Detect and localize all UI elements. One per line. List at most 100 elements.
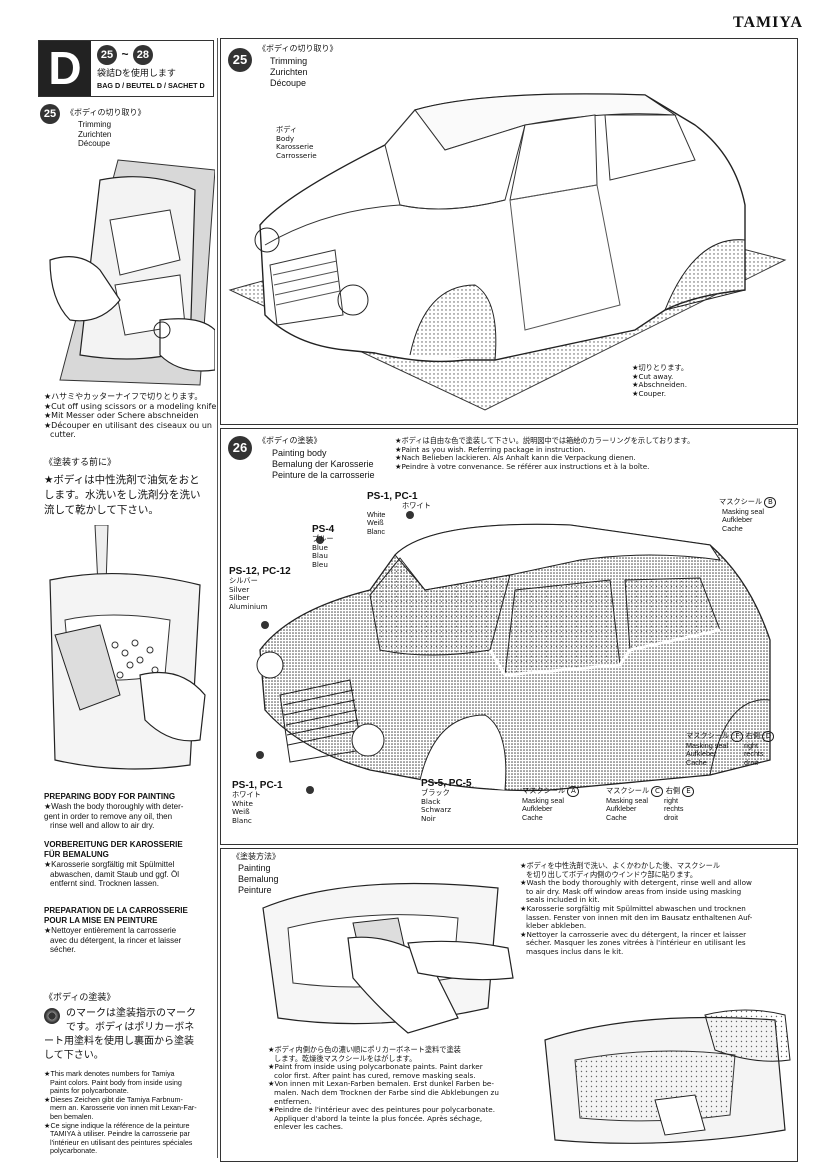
mask-line: Cache <box>686 757 707 767</box>
paintnote-jp: のマークは塗装指示のマーク <box>66 1007 196 1021</box>
painting-note-line: ★ボディを中性洗剤で洗い、よくかわかした後、マスクシール <box>520 861 721 870</box>
mask-line: Masking seal <box>522 795 564 805</box>
prep-fr-line: avec du détergent, la rincer et laisser <box>50 935 182 945</box>
step26-notes: ★ボディは自由な色で塗装して下さい。説明図中では箱絵のカラーリングを示しておりま… <box>395 436 694 471</box>
prep-text-jp: ★ボディは中性洗剤で油気をおと します。水洗いをし洗剤分を洗い 流して乾かして下… <box>44 473 200 518</box>
painting-bottom-notes: ★ボディ内側から色の濃い順にポリカーボネート塗料で塗装 します。乾燥後マスクシー… <box>268 1045 499 1132</box>
color-code: PS-1, PC-1 <box>232 780 283 791</box>
color-name: ホワイト <box>402 501 431 510</box>
mask-jp: マスクシール <box>719 497 763 506</box>
color-name: White <box>232 798 253 808</box>
paintnote-line: TAMIYA à utiliser. Peindre la carrosseri… <box>50 1129 190 1139</box>
prep-fr-title-line: POUR LA MISE EN PEINTURE <box>44 915 158 925</box>
color-code: PS-4 <box>312 524 335 535</box>
step26-title-jp: 《ボディの塗装》 <box>258 436 322 445</box>
painting-note-line: sécher. Masquer les zones vitrées à l'in… <box>526 938 746 948</box>
step-from: 25 <box>97 45 117 65</box>
mask-letter: C <box>651 786 664 797</box>
color-name: シルバー <box>229 576 258 585</box>
painting-note-line: masques inclus dans le kit. <box>526 946 624 956</box>
step25-small-heading: 25 <box>40 104 60 124</box>
cut-note-line: ★Cut away. <box>632 371 674 381</box>
bag-label: BAG D / BEUTEL D / SACHET D <box>97 81 205 90</box>
color-name: ホワイト <box>232 790 261 799</box>
mask-line: Aufkleber <box>522 804 553 814</box>
paintnote-line: ★This mark denotes numbers for Tamiya <box>44 1069 175 1078</box>
prep-fr-line: ★Nettoyer entièrement la carrosserie <box>44 926 177 935</box>
painting-titles: Painting Bemalung Peinture <box>238 863 279 896</box>
title-line: Bemalung der Karosserie <box>272 459 374 469</box>
prep-en-line: rinse well and allow to air dry. <box>50 821 155 830</box>
mask-f-label: マスクシール F 右側 D Masking seal Aufkleber Cac… <box>686 731 775 767</box>
trimming-illustration <box>49 159 215 386</box>
mask-side: droit <box>663 812 678 822</box>
mask-side: right <box>663 795 678 805</box>
prep-de-line: entfernt sind. Trocknen lassen. <box>50 879 159 888</box>
mask-letter2: E <box>682 786 695 797</box>
mask-b-label: マスクシール B Masking seal Aufkleber Cache <box>719 497 777 533</box>
mask-c-label: マスクシール C 右側 E Masking seal Aufkleber Cac… <box>606 786 695 822</box>
mask-line: Aufkleber <box>606 804 637 814</box>
step25-frame <box>220 38 798 425</box>
color-name: Blanc <box>232 815 252 825</box>
color-name: Weiß <box>367 518 384 528</box>
prep-de-line: abwaschen, damit Staub und ggf. Öl <box>50 869 179 879</box>
color-black: PS-5, PC-5 ブラック Black Schwarz Noir <box>421 778 472 823</box>
color-name: ブラック <box>421 788 450 797</box>
mask-jp: マスクシール <box>686 731 730 740</box>
color-name: Blue <box>312 542 328 552</box>
note-line: ★Cut off using scissors or a modeling kn… <box>44 401 219 411</box>
body-label-line: Carrosserie <box>276 150 317 160</box>
paintnote-jp-line: して下さい。 <box>44 1050 104 1061</box>
color-name: Aluminium <box>229 601 268 611</box>
paintnote-line: mern an. Karosserie von innen mit Lexan-… <box>50 1103 197 1113</box>
prep-fr-line: sécher. <box>50 945 76 954</box>
title-line: Zurichten <box>270 67 308 77</box>
mask-side-jp: 右側 <box>745 731 761 740</box>
color-name: Weiß <box>232 807 250 817</box>
prep-de-title-line: VORBEREITUNG DER KAROSSERIE <box>44 840 183 849</box>
body-label: ボディ Body Karosserie Carrosserie <box>276 125 317 160</box>
color-white-bottom: PS-1, PC-1 ホワイト White Weiß Blanc <box>232 780 283 825</box>
mask-line: Cache <box>606 812 627 822</box>
painting-note-line: to air dry. Mask off window areas from i… <box>526 886 742 896</box>
color-white-top: PS-1, PC-1 ホワイト White Weiß Blanc <box>367 491 431 536</box>
step25-small-title-jp: 《ボディの切り取り》 <box>66 108 146 117</box>
mask-line: Masking seal <box>606 795 648 805</box>
paintnote-jp-line: のマークは塗装指示のマーク <box>66 1008 196 1019</box>
color-name: Silver <box>229 584 250 594</box>
brand-label: TAMIYA <box>732 14 803 31</box>
column-divider <box>217 38 218 1158</box>
mask-letter: B <box>764 497 777 508</box>
step-to: 28 <box>132 45 153 65</box>
painting-note-line: ★Nettoyer la carrosserie avec du déterge… <box>520 929 747 939</box>
paint-mark-icon <box>44 1008 60 1024</box>
prep-en-line: gent in order to remove any oil, then <box>44 811 173 821</box>
title-line: Zurichten <box>78 129 112 139</box>
interior-painting-illustration <box>544 1009 791 1144</box>
color-code: PS-5, PC-5 <box>421 778 472 789</box>
body-label-line: Karosserie <box>276 142 314 152</box>
painting-note-line: ★ボディ内側から色の濃い順にポリカーボネート塗料で塗装 <box>268 1045 461 1054</box>
prep-jp-line: します。水洗いをし洗剤分を洗い <box>44 489 201 501</box>
color-name: ブルー <box>312 534 334 543</box>
painting-note-line: malen. Nach dem Trocknen der Farbe sind … <box>274 1087 499 1097</box>
painting-note-line: ★Peindre de l'intérieur avec des peintur… <box>268 1105 495 1115</box>
step26-heading: 26 <box>228 436 252 460</box>
step26-note-line: ★Nach Belieben lackieren. Als Anhalt kan… <box>395 453 636 463</box>
note-line: ★Découper en utilisant des ciseaux ou un <box>44 420 212 430</box>
mask-letter: A <box>567 786 580 797</box>
mask-side: droit <box>743 757 758 767</box>
step26-frame <box>220 428 798 845</box>
paintnote-jp-line: です。ボディはポリカーボネ <box>66 1022 195 1033</box>
color-code: PS-12, PC-12 <box>229 566 291 577</box>
prep-jp-line: 流して乾かして下さい。 <box>44 504 159 516</box>
painting-right-notes: ★ボディを中性洗剤で洗い、よくかわかした後、マスクシール を切り出してボディ内側… <box>520 861 752 957</box>
step25-small-num: 25 <box>40 104 60 124</box>
painted-body-illustration <box>256 511 771 794</box>
painting-note-line: ★Von innen mit Lexan-Farben bemalen. Ers… <box>268 1079 494 1089</box>
paintnote-line: polycarbonate. <box>50 1146 98 1156</box>
painting-note-line: ★Wash the body thoroughly with detergent… <box>520 878 752 888</box>
mask-side: rechts <box>743 749 764 759</box>
mask-jp: マスクシール <box>522 786 566 795</box>
